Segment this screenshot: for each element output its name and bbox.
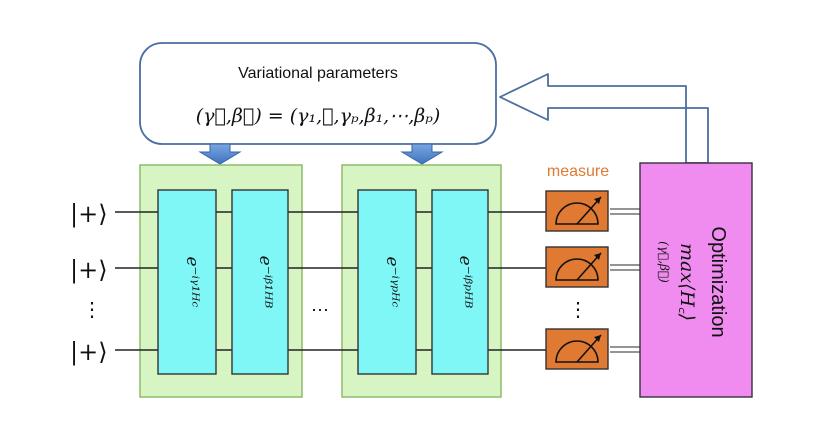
measure-dots: ⋮ [568, 297, 588, 321]
input-ket-3: |+⟩ [70, 338, 108, 367]
down-arrow-2 [400, 143, 444, 165]
optimization-subscript: (γ⃗,β⃗) [657, 241, 671, 283]
params-title: Variational parameters [238, 65, 398, 82]
measure-label: measure [547, 163, 609, 180]
optimization-title: Optimization [707, 226, 729, 337]
input-ket-2: |+⟩ [70, 256, 108, 285]
meter-icon [545, 190, 609, 232]
gate-label: e⁻ⁱᵞᵖᴴᶜ [382, 257, 402, 308]
variational-parameters-box: Variational parameters (γ⃗,β⃗) = (γ₁,⋯,γ… [139, 42, 497, 145]
gate-label: e⁻ⁱᵝ¹ᴴᴮ [255, 256, 275, 309]
params-formula: (γ⃗,β⃗) = (γ₁,⋯,γₚ,β₁,⋯,βₚ) [196, 105, 441, 127]
gate-layer1-b: e⁻ⁱᵝ¹ᴴᴮ [231, 189, 289, 375]
feedback-arrow [499, 73, 709, 164]
input-states: |+⟩ |+⟩ ⋮ |+⟩ [70, 200, 108, 367]
gate-label: e⁻ⁱᵞ¹ᴴᶜ [182, 257, 202, 308]
input-dots: ⋮ [82, 297, 102, 321]
down-arrow-1 [198, 143, 242, 165]
between-layers-dots: ⋯ [311, 300, 329, 321]
input-ket-1: |+⟩ [70, 200, 108, 229]
gate-layer1-c: e⁻ⁱᵞ¹ᴴᶜ [157, 189, 217, 375]
optimization-expr: max⟨H꜀⟩ [676, 243, 698, 321]
gate-layerp-b: e⁻ⁱᵝᵖᴴᴮ [431, 189, 489, 375]
meter-icon [545, 246, 609, 288]
gate-label: e⁻ⁱᵝᵖᴴᴮ [455, 256, 475, 309]
gate-layerp-c: e⁻ⁱᵞᵖᴴᶜ [357, 189, 417, 375]
classical-wires [610, 208, 640, 353]
optimization-box: Optimization max⟨H꜀⟩ (γ⃗,β⃗) [639, 162, 753, 398]
meter-icon [545, 328, 609, 370]
